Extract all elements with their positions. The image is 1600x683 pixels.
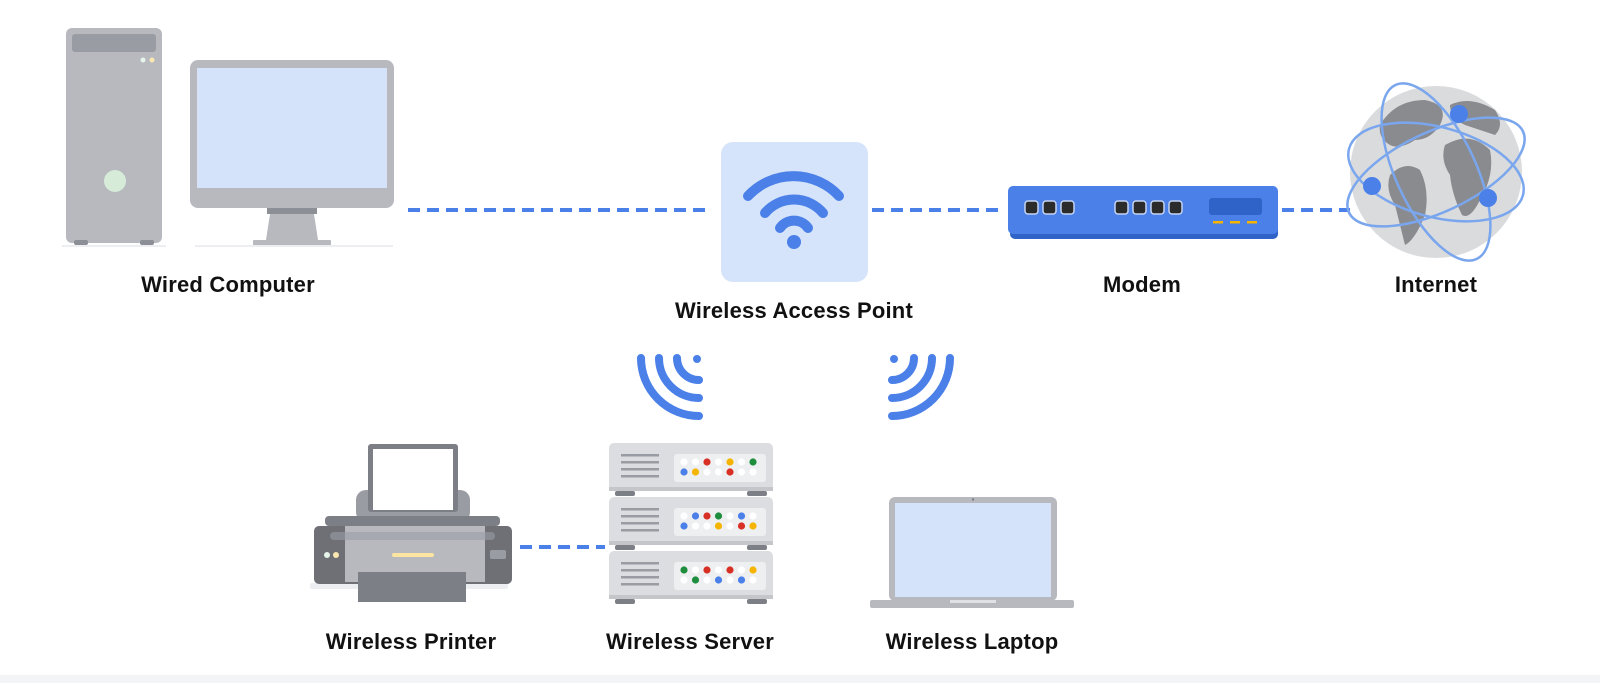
server-led bbox=[726, 512, 734, 520]
server-led bbox=[680, 468, 688, 476]
server-led bbox=[737, 468, 746, 476]
server-led bbox=[691, 512, 700, 520]
wireless-signal-right-icon bbox=[888, 354, 954, 420]
server-led bbox=[749, 468, 757, 476]
server-led bbox=[703, 576, 711, 584]
server-led bbox=[749, 458, 757, 466]
server-led bbox=[726, 566, 734, 574]
server-unit bbox=[609, 443, 773, 496]
ethernet-ports bbox=[1024, 200, 1183, 215]
label-wireless-laptop: Wireless Laptop bbox=[885, 629, 1059, 654]
server-led bbox=[691, 468, 700, 476]
server-led bbox=[680, 512, 688, 520]
connections bbox=[408, 208, 1350, 549]
modem-display bbox=[1209, 198, 1262, 215]
server-led bbox=[749, 576, 757, 584]
label-internet: Internet bbox=[1394, 272, 1478, 297]
server-led bbox=[737, 458, 746, 466]
wifi-icon bbox=[721, 142, 868, 282]
server-led bbox=[714, 458, 723, 466]
label-wired-computer: Wired Computer bbox=[141, 272, 315, 297]
server-led bbox=[703, 458, 711, 466]
label-wireless-access-point: Wireless Access Point bbox=[675, 298, 913, 323]
server-led bbox=[703, 522, 711, 530]
server-unit bbox=[609, 551, 773, 604]
server-led bbox=[691, 566, 700, 574]
desktop-computer-icon bbox=[62, 28, 394, 247]
server-icon bbox=[609, 443, 773, 604]
server-led bbox=[714, 566, 723, 574]
server-led bbox=[749, 566, 757, 574]
server-led bbox=[714, 522, 723, 530]
server-led bbox=[703, 468, 711, 476]
server-led bbox=[737, 512, 746, 520]
server-unit bbox=[609, 497, 773, 550]
server-led bbox=[726, 458, 734, 466]
server-led bbox=[680, 576, 688, 584]
server-led bbox=[691, 522, 700, 530]
server-led bbox=[691, 458, 700, 466]
server-led bbox=[726, 468, 734, 476]
laptop-icon bbox=[870, 497, 1074, 608]
server-led bbox=[680, 522, 688, 530]
server-led bbox=[737, 522, 746, 530]
label-wireless-printer: Wireless Printer bbox=[325, 629, 497, 654]
server-led bbox=[680, 566, 688, 574]
modem-icon bbox=[1008, 186, 1278, 239]
server-led bbox=[703, 566, 711, 574]
server-led bbox=[737, 566, 746, 574]
computer-monitor bbox=[190, 60, 394, 247]
server-led bbox=[749, 512, 757, 520]
label-wireless-server: Wireless Server bbox=[606, 629, 774, 654]
server-led bbox=[749, 522, 757, 530]
computer-tower bbox=[62, 28, 166, 247]
server-led bbox=[680, 458, 688, 466]
wireless-signal-left-icon bbox=[637, 354, 703, 420]
access-point-box bbox=[721, 142, 868, 282]
server-led bbox=[714, 576, 723, 584]
server-led bbox=[691, 576, 700, 584]
server-led bbox=[737, 576, 746, 584]
footer-strip bbox=[0, 675, 1600, 683]
server-led bbox=[726, 522, 734, 530]
server-led bbox=[726, 576, 734, 584]
printer-icon bbox=[310, 444, 512, 602]
server-led bbox=[714, 512, 723, 520]
server-led bbox=[714, 468, 723, 476]
server-led bbox=[703, 512, 711, 520]
globe-icon bbox=[1346, 82, 1526, 262]
label-modem: Modem bbox=[1103, 272, 1181, 297]
